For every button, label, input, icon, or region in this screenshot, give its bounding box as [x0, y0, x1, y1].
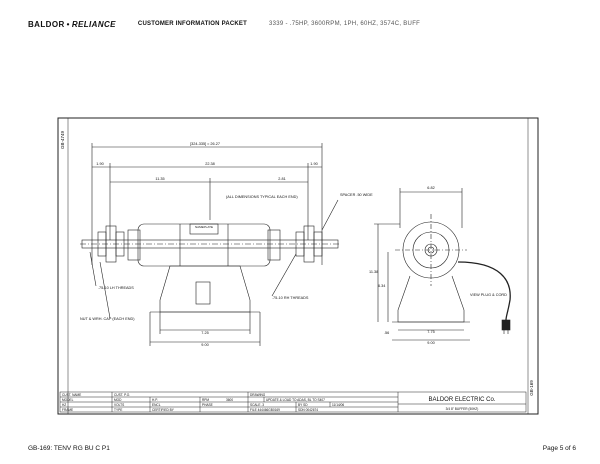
tb-rpm: RPM: [202, 398, 209, 402]
tb-date: 11/14/06: [332, 403, 344, 407]
tb-encl: ENCL: [152, 403, 161, 407]
tb-rpm-value: 3600: [226, 398, 233, 402]
tb-file: FILE 444466GB0169: [250, 408, 280, 412]
nut-cap-note: NUT & WRH. CAP (EACH END): [80, 317, 135, 321]
page-footer: GB-169: TENV RG BU C P1 Page 5 of 6: [28, 445, 576, 452]
footer-page-number: Page 5 of 6: [542, 445, 576, 452]
tb-type: TYPE: [114, 408, 122, 412]
brand-sub: RELIANCE: [71, 19, 116, 29]
tb-revision: UPDATE & LOAD TO ADAS, BL TO S407: [266, 398, 325, 402]
note-dimensions: (ALL DIMENSIONS TYPICAL EACH END): [226, 195, 298, 199]
footer-doc-id: GB-169: TENV RG BU C P1: [28, 445, 110, 452]
page-header: BALDOR • RELIANCE CUSTOMER INFORMATION P…: [28, 14, 580, 34]
model-description: 3339 - .75HP, 3600RPM, 1PH, 60HZ, 3574C,…: [269, 21, 421, 27]
side-view: [374, 188, 511, 341]
dim-center: 22.38: [205, 162, 215, 166]
front-view: [80, 143, 340, 346]
tb-drawing: DRAWING: [250, 393, 266, 397]
dim-half-left: 11.35: [155, 177, 164, 181]
tb-volts: VOLTS: [114, 403, 124, 407]
tb-scale: SCALE .3: [250, 403, 264, 407]
spacer-note: SPACER .50 WIDE: [340, 193, 373, 197]
side-height: 11.38: [369, 270, 378, 274]
side-top-dim: 6.82: [427, 186, 434, 190]
tb-phase: PHASE: [202, 403, 213, 407]
dim-left-small: 1.90: [96, 162, 103, 166]
side-base-width-1: 7.75: [427, 330, 434, 334]
tb-hp: H.P.: [152, 398, 158, 402]
brand-name: BALDOR: [28, 19, 65, 29]
tb-hz: HZ: [62, 403, 66, 407]
plug-cord-note: VIEW PLUG & CORD: [470, 293, 507, 297]
side-left-offset: .56: [384, 331, 389, 335]
dim-overall: [324-335] = 26.27: [190, 142, 220, 146]
tb-company: BALDOR ELECTRIC Co.: [428, 397, 495, 403]
dim-half-right: 2.81: [278, 177, 285, 181]
lh-threads-note: .75-10 LH THREADS: [98, 286, 134, 290]
tb-by: BY SD: [298, 403, 308, 407]
base-width-2: 9.00: [201, 343, 208, 347]
tb-sdn: SDN 0042674: [298, 408, 318, 412]
tb-model: MODEL: [62, 398, 74, 402]
dim-right-small: 1.90: [310, 162, 317, 166]
base-width-1: 7.25: [201, 331, 208, 335]
side-tag-bottom: GB-169: [529, 380, 534, 396]
packet-title: CUSTOMER INFORMATION PACKET: [137, 21, 247, 27]
sheet-border: [57, 117, 539, 415]
side-small-height: 6.34: [378, 284, 385, 288]
tb-part-title: 3/4 8" BUFFER (50HZ): [446, 407, 479, 411]
title-block: [59, 391, 527, 413]
rh-threads-note: .75-10 RH THREADS: [272, 296, 309, 300]
side-base-width-2: 9.00: [427, 341, 434, 345]
nameplate-label: NAMEPLATE: [195, 225, 213, 229]
tb-frame: FRAME: [62, 408, 73, 412]
tb-certified-by: CERTIFIED BY: [152, 408, 175, 412]
tb-mod: MOD: [114, 398, 122, 402]
tb-cust-po: CUST. P.O.: [114, 393, 130, 397]
tb-cust-name: CUST. NAME: [62, 393, 81, 397]
side-tag-top: GB-4749: [60, 130, 65, 149]
baldor-logo: BALDOR • RELIANCE: [28, 19, 116, 29]
